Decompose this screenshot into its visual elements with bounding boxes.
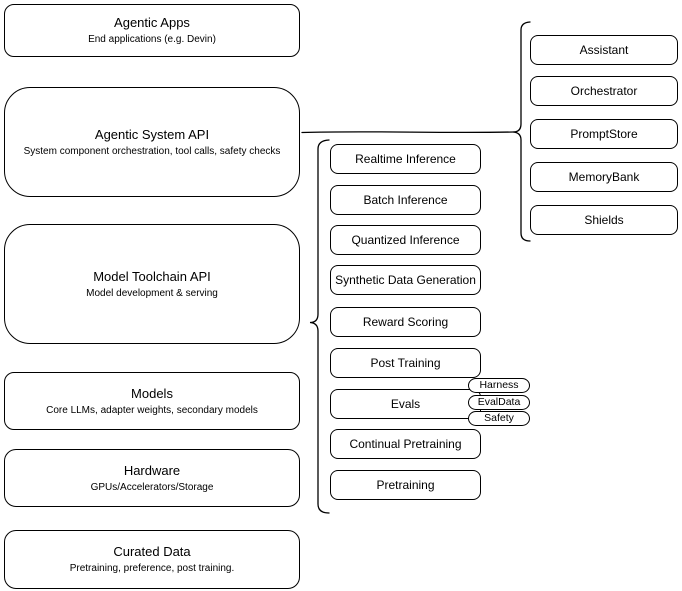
node-subtitle: GPUs/Accelerators/Storage [90, 481, 214, 493]
system-api-connector-line [301, 131, 514, 134]
toolchain-brace [309, 139, 330, 514]
node-subtitle: Model development & serving [86, 287, 218, 299]
node-memorybank: MemoryBank [530, 162, 678, 192]
node-evals: Evals [330, 389, 481, 419]
node-hardware: Hardware GPUs/Accelerators/Storage [4, 449, 300, 507]
node-subtitle: End applications (e.g. Devin) [88, 34, 216, 45]
node-continual-pretraining: Continual Pretraining [330, 429, 481, 459]
node-shields: Shields [530, 205, 678, 235]
node-realtime-inference: Realtime Inference [330, 144, 481, 174]
node-batch-inference: Batch Inference [330, 185, 481, 215]
node-pretraining: Pretraining [330, 470, 481, 500]
node-agentic-apps: Agentic Apps End applications (e.g. Devi… [4, 4, 300, 57]
node-title: Model Toolchain API [93, 268, 211, 284]
tag-safety: Safety [468, 411, 530, 426]
node-promptstore: PromptStore [530, 119, 678, 149]
tag-harness: Harness [468, 378, 530, 393]
node-title: Agentic Apps [114, 15, 190, 30]
node-title: Curated Data [113, 544, 191, 559]
node-subtitle: Core LLMs, adapter weights, secondary mo… [46, 404, 258, 416]
node-model-toolchain-api: Model Toolchain API Model development & … [4, 224, 300, 344]
node-title: Hardware [123, 462, 181, 478]
node-curated-data: Curated Data Pretraining, preference, po… [4, 530, 300, 589]
system-components-brace [512, 21, 531, 242]
node-reward-scoring: Reward Scoring [330, 307, 481, 337]
node-agentic-system-api: Agentic System API System component orch… [4, 87, 300, 197]
node-orchestrator: Orchestrator [530, 76, 678, 106]
node-title: Agentic System API [94, 126, 210, 142]
node-title: Models [131, 385, 173, 401]
node-post-training: Post Training [330, 348, 481, 378]
node-assistant: Assistant [530, 35, 678, 65]
node-quantized-inference: Quantized Inference [330, 225, 481, 255]
node-models: Models Core LLMs, adapter weights, secon… [4, 372, 300, 430]
node-subtitle: System component orchestration, tool cal… [23, 145, 281, 157]
tag-evaldata: EvalData [468, 395, 530, 410]
node-subtitle: Pretraining, preference, post training. [69, 563, 235, 574]
node-synthetic-data-generation: Synthetic Data Generation [330, 265, 481, 295]
